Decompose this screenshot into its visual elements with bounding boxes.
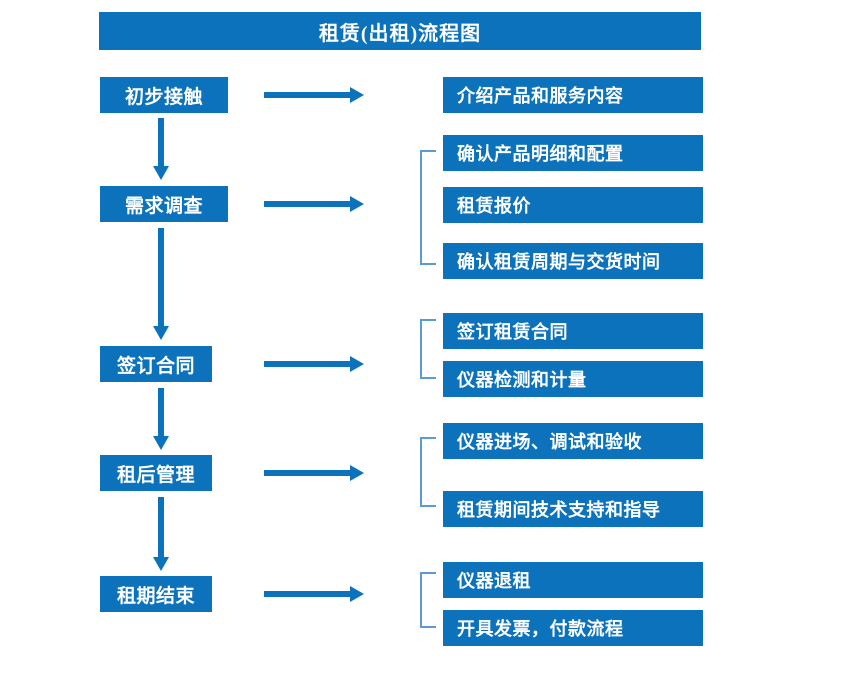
stage-box-rental-end[interactable]: 租期结束 bbox=[100, 576, 212, 612]
page-title: 租赁(出租)流程图 bbox=[99, 12, 701, 50]
detail-box-instrument-inspection[interactable]: 仪器检测和计量 bbox=[443, 361, 703, 397]
stage-box-needs-survey[interactable]: 需求调查 bbox=[100, 186, 228, 222]
right-arrow-icon bbox=[264, 465, 364, 481]
detail-box-introduce-products[interactable]: 介绍产品和服务内容 bbox=[443, 77, 703, 113]
stage-box-initial-contact[interactable]: 初步接触 bbox=[100, 77, 228, 113]
down-arrow-icon bbox=[153, 388, 169, 450]
group-bracket-icon bbox=[420, 319, 436, 379]
detail-box-technical-support[interactable]: 租赁期间技术支持和指导 bbox=[443, 491, 703, 527]
stage-box-post-rental-management[interactable]: 租后管理 bbox=[100, 455, 212, 491]
right-arrow-icon bbox=[264, 356, 364, 372]
detail-box-invoice-payment[interactable]: 开具发票，付款流程 bbox=[443, 610, 703, 646]
down-arrow-icon bbox=[153, 118, 169, 180]
detail-box-rental-quotation[interactable]: 租赁报价 bbox=[443, 187, 703, 223]
detail-box-sign-rental-contract[interactable]: 签订租赁合同 bbox=[443, 313, 703, 349]
right-arrow-icon bbox=[264, 87, 364, 103]
detail-box-instrument-return[interactable]: 仪器退租 bbox=[443, 562, 703, 598]
group-bracket-icon bbox=[420, 150, 436, 265]
group-bracket-icon bbox=[420, 572, 436, 628]
detail-box-confirm-period-delivery[interactable]: 确认租赁周期与交货时间 bbox=[443, 243, 703, 279]
right-arrow-icon bbox=[264, 586, 364, 602]
group-bracket-icon bbox=[420, 437, 436, 507]
down-arrow-icon bbox=[153, 228, 169, 340]
detail-box-confirm-product-details[interactable]: 确认产品明细和配置 bbox=[443, 135, 703, 171]
down-arrow-icon bbox=[153, 497, 169, 571]
right-arrow-icon bbox=[264, 196, 364, 212]
detail-box-instrument-entry-commissioning[interactable]: 仪器进场、调试和验收 bbox=[443, 423, 703, 459]
stage-box-sign-contract[interactable]: 签订合同 bbox=[100, 346, 212, 382]
